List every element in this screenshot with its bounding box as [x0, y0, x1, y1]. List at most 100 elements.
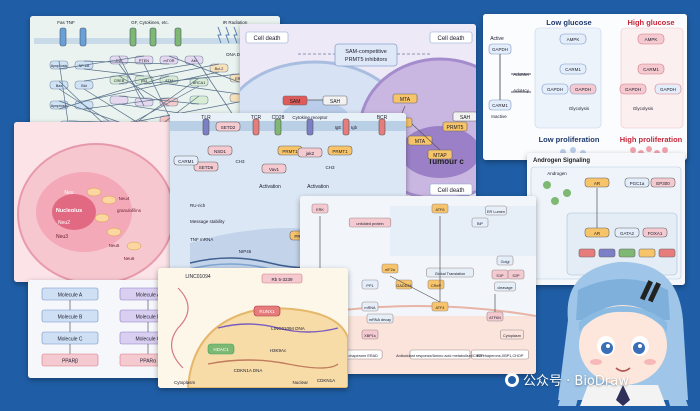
er-node-2 [431, 203, 449, 214]
signal-node-label-13: ERK [235, 77, 243, 81]
er-node-1 [311, 203, 329, 214]
imm-ige: IgE [335, 125, 342, 130]
signal-node-19 [189, 95, 209, 105]
lnc-nuclear: Nuclear [292, 380, 308, 385]
glu-high-node-2 [619, 83, 647, 95]
imm-igb: Igb [351, 125, 358, 130]
lnc-cdkn1a: CDKN1A [317, 378, 335, 383]
imm-node-5 [327, 145, 353, 156]
banner-line1: SAM-competitive [345, 49, 387, 55]
high-proliferation-label: High proliferation [620, 135, 683, 144]
glu-low-label-2: GAPDH [547, 87, 563, 92]
er-node-label-4: unfolded protein [356, 222, 383, 226]
lnc-runx1: RUNX1 [259, 309, 275, 314]
radiation-arrow-0 [217, 26, 222, 44]
sam-node-label-6: SAH [460, 115, 471, 121]
signal-edge-5 [83, 63, 195, 82]
imm-node-label-0: SETD2 [221, 125, 236, 130]
granulofilins-label: granulofilins [117, 208, 142, 213]
glu-high-node-0 [637, 33, 665, 45]
and-node-label-2: EP300 [656, 181, 670, 186]
er-node-13 [426, 267, 474, 278]
lnc-rb: Rb 5-3239 [271, 277, 293, 282]
nucleus-granule-3 [106, 227, 122, 237]
neu-label: Neu [64, 190, 73, 196]
signal-edge-6 [83, 71, 220, 102]
glucose-svg: Low glucose High glucose Low proliferati… [483, 14, 687, 160]
glu-high-label-0: AMPK [645, 37, 658, 42]
imm-receptor-0 [202, 118, 210, 136]
imm-receptor-1 [252, 118, 260, 136]
signal-edge-20 [138, 101, 240, 122]
signal-node-label-11: ATM [165, 79, 173, 83]
signal-edge-4 [83, 60, 170, 65]
flow-left-label-0: Molecule A [58, 293, 83, 299]
signal-edge-22 [58, 80, 110, 130]
low-cell-1 [570, 147, 576, 153]
flow-right-label-0: Molecule A [136, 293, 161, 299]
sam-node-6 [452, 111, 476, 122]
flow-left-box-3 [41, 353, 99, 367]
er-node-24 [500, 329, 525, 340]
er-node-label-3: BiP [477, 222, 483, 226]
er-node-11 [395, 279, 413, 290]
nucleolus-label: Nucleolus [56, 208, 82, 214]
androgen-molecule-0 [543, 181, 551, 189]
er-node-4 [348, 217, 392, 228]
flow-right-label-2: Molecule C [135, 337, 160, 343]
mascot-svg [558, 261, 688, 406]
and-node-4 [614, 227, 640, 238]
imm-tnf-mrna: TNF mRNA [190, 237, 213, 242]
and-gene-4 [658, 248, 676, 258]
sam-edge-4 [411, 123, 441, 151]
signal-edge-26 [193, 55, 240, 125]
glu-high-node-3 [654, 83, 682, 95]
neu5-label: Neu5 [109, 243, 120, 248]
imm-node-label-2: SETD6 [199, 165, 214, 170]
high-cell-4 [662, 147, 668, 153]
er-node-22 [409, 349, 471, 360]
sam-node-label-0: SAM [290, 99, 301, 105]
signal-edge-11 [168, 83, 240, 95]
er-node-label-6: S1P [496, 274, 504, 278]
androgen-title: Androgen Signaling [533, 158, 590, 164]
er-node-8 [494, 281, 516, 292]
glu-inactive-label: Inactive [491, 114, 507, 119]
imm-activation-1: Activation [259, 184, 281, 190]
er-node-label-21: ER chaperone ERAD [342, 354, 378, 358]
and-gene-3 [638, 248, 656, 258]
er-node-label-5: Golgi [501, 260, 510, 264]
sam-node-1 [322, 95, 348, 106]
and-node-label-0: AR [594, 181, 601, 186]
glu-high-label-1: CARM1 [643, 67, 659, 72]
signal-node-label-4: mTOR [163, 59, 174, 63]
neu4-label: Neu4 [119, 196, 130, 201]
lnc-cytoplasm: Cytoplasm [174, 380, 196, 385]
signal-node-16 [109, 95, 129, 105]
lnc-dna-lower [207, 359, 339, 369]
signal-edge-19 [118, 95, 200, 105]
er-node-label-24: Cytoplasm [503, 334, 521, 338]
er-node-label-9: eIF2a [385, 268, 396, 272]
imm-node-label-3: CARM1 [178, 159, 194, 164]
flow-left-label-2: Molecule C [57, 337, 82, 343]
sam-node-9 [407, 135, 433, 146]
imm-node-label-5: PRMT1 [332, 149, 348, 154]
glu-low-label-3: GAPDH [575, 87, 591, 92]
low-glucose-title: Low glucose [546, 18, 591, 27]
and-node-5 [642, 227, 668, 238]
signal-edge-21 [58, 60, 70, 130]
imm-receptor-5 [378, 118, 386, 136]
sam-node-label-7: PRMT5 [447, 125, 464, 131]
neu6-label: Neu6 [124, 256, 135, 261]
imm-ch3-b: CH3 [325, 165, 334, 170]
lnc-hdac1: HDAC1 [213, 347, 229, 352]
imm-receptor-4 [342, 118, 350, 136]
nucleus-granule-2 [94, 213, 110, 223]
er-node-0 [485, 205, 507, 216]
cell-death-left: Cell death [253, 36, 280, 42]
er-node-5 [496, 255, 514, 266]
receptor-3 [149, 27, 157, 47]
